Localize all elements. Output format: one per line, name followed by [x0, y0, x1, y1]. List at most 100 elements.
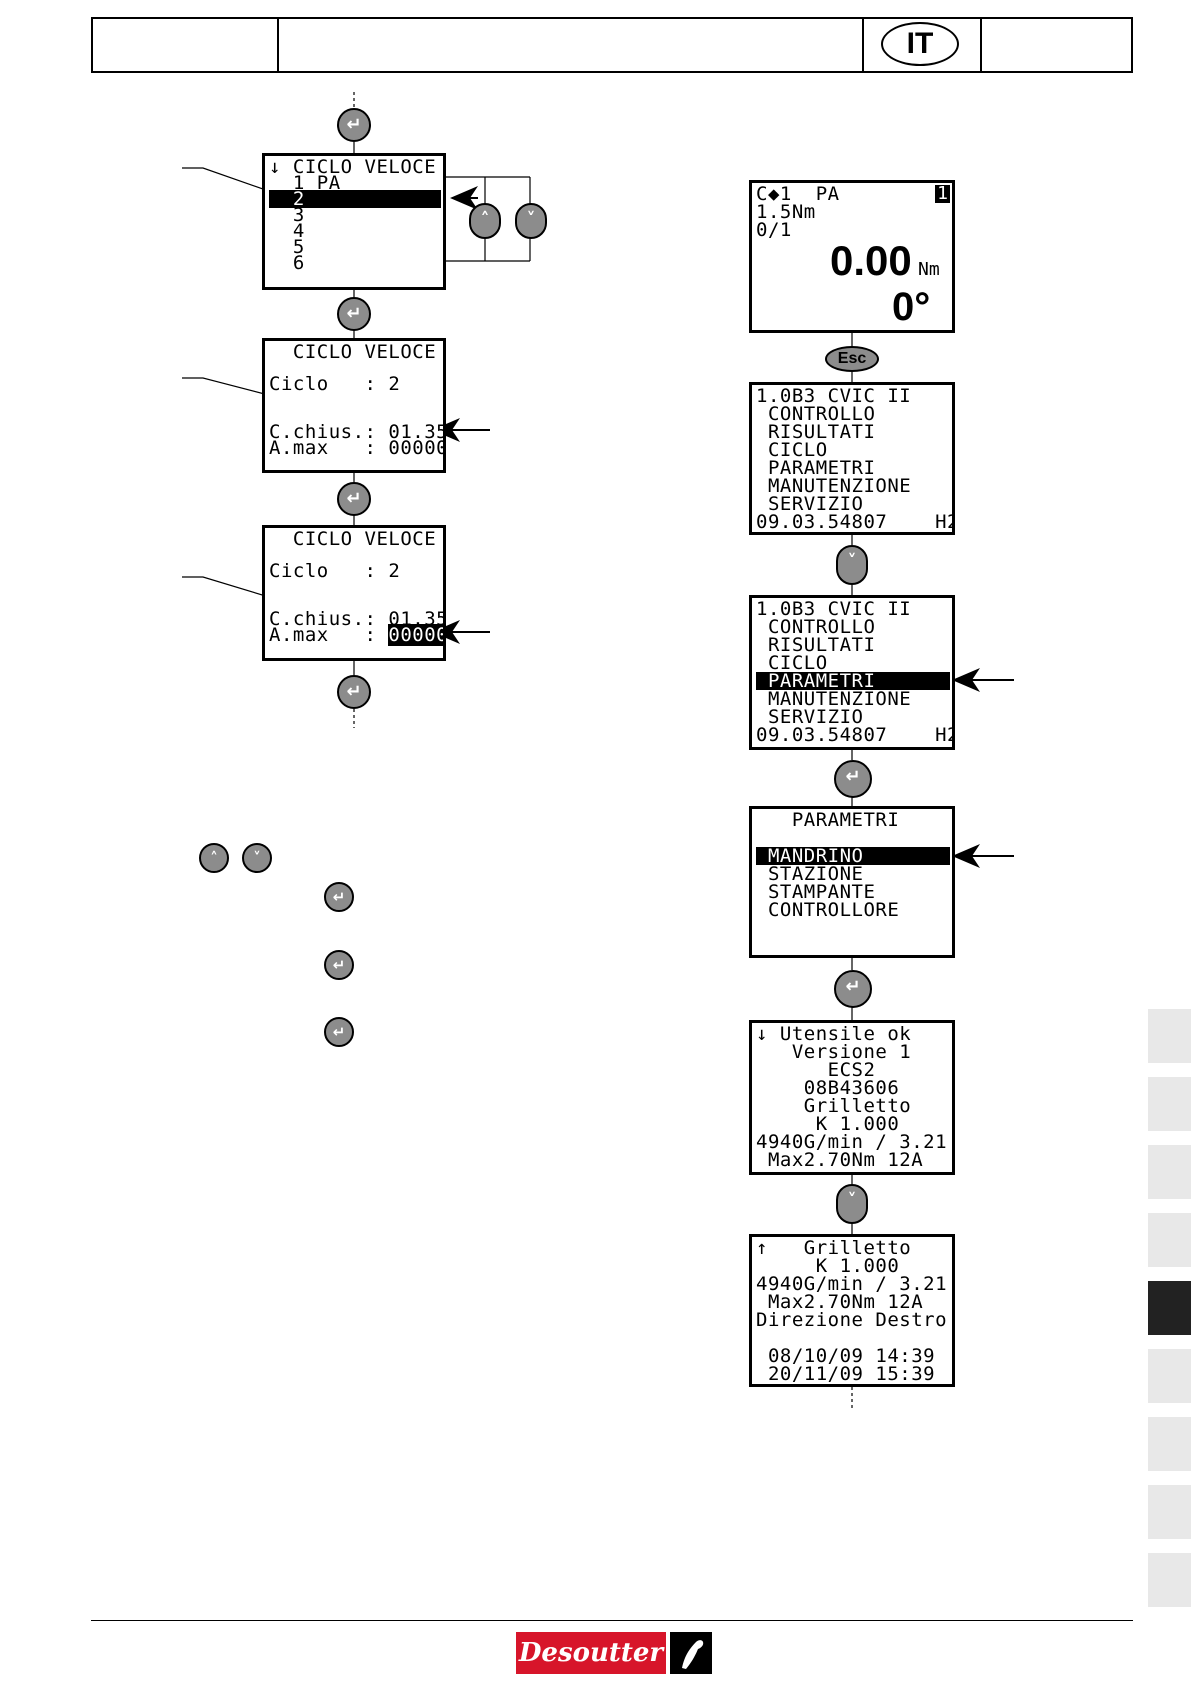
side-tab[interactable] — [1148, 1417, 1191, 1471]
display-cycle-edit: CICLO VELOCE Ciclo : 2 C.chius.: 01.35 A… — [262, 338, 446, 473]
screen-line-selected: 2 — [269, 190, 441, 209]
menu-line: 1.0B3 CVIC II — [756, 385, 912, 407]
torque-value: 0.00 — [830, 237, 912, 284]
footer-rule — [91, 1620, 1133, 1621]
enter-button[interactable]: ↵ — [337, 297, 371, 331]
screen-line: A.max : 00000 — [269, 624, 443, 646]
menu-line: CICLO — [756, 652, 828, 674]
display-run-screen: C◆1 PA 1 1.5Nm 0/1 0.00 Nm 0° — [749, 180, 955, 333]
tool-line: Max2.70Nm 12A — [756, 1291, 924, 1313]
screen-line: C.chius.: 01.35 — [269, 421, 446, 443]
torque-unit: Nm — [918, 259, 940, 280]
menu-line: CONTROLLO — [756, 403, 876, 425]
side-tab[interactable] — [1148, 1213, 1191, 1267]
display-main-menu: 1.0B3 CVIC II CONTROLLO RISULTATI CICLO … — [749, 382, 955, 535]
menu-line: SERVIZIO — [756, 493, 864, 515]
screen-line: ↓ CICLO VELOCE — [269, 156, 437, 178]
side-tab[interactable] — [1148, 1349, 1191, 1403]
down-button-icon: ˅ — [242, 843, 272, 873]
param-line: STAZIONE — [756, 863, 864, 885]
tool-line: K 1.000 — [756, 1113, 900, 1135]
side-tab[interactable] — [1148, 1077, 1191, 1131]
cycle-count: 0/1 — [756, 219, 792, 241]
menu-line: 1.0B3 CVIC II — [756, 598, 912, 620]
amax-value-selected: 00000 — [388, 624, 443, 646]
enter-button-icon: ↵ — [324, 882, 354, 912]
tool-line: Versione 1 — [756, 1041, 912, 1063]
screen-line: Ciclo : 2 — [269, 373, 401, 395]
brand-wordmark: Desoutter — [516, 1632, 666, 1674]
run-top-left: C◆1 PA — [756, 183, 840, 205]
down-button[interactable]: ˅ — [836, 545, 868, 585]
tool-line: 4940G/min / 3.21 — [756, 1131, 948, 1153]
tool-line: Direzione Destro — [756, 1309, 948, 1331]
screen-line: 5 — [269, 236, 305, 258]
screen-line: Ciclo : 2 — [269, 560, 401, 582]
side-tab-active[interactable] — [1148, 1281, 1191, 1335]
param-line: CONTROLLORE — [756, 899, 900, 921]
brand-bird-icon — [670, 1632, 712, 1674]
tool-line: 08B43606 — [756, 1077, 900, 1099]
up-button-icon: ˄ — [199, 843, 229, 873]
tool-line: ECS2 — [756, 1059, 876, 1081]
menu-line: PARAMETRI — [756, 457, 876, 479]
screen-title: CICLO VELOCE — [269, 341, 437, 363]
menu-line: MANUTENZIONE — [756, 475, 912, 497]
enter-button[interactable]: ↵ — [834, 970, 872, 1008]
side-tab[interactable] — [1148, 1485, 1191, 1539]
header-divider — [980, 19, 982, 71]
param-line: PARAMETRI — [756, 809, 900, 831]
enter-button-icon: ↵ — [324, 950, 354, 980]
menu-line: CONTROLLO — [756, 616, 876, 638]
up-button[interactable]: ˄ — [469, 203, 501, 239]
language-badge: IT — [881, 22, 959, 66]
display-tool-info-1: ↓ Utensile ok Versione 1 ECS2 08B43606 G… — [749, 1020, 955, 1175]
header-divider — [862, 19, 864, 71]
screen-line: 4 — [269, 220, 305, 242]
screen-line: A.max : 00000 — [269, 437, 446, 459]
side-tab[interactable] — [1148, 1145, 1191, 1199]
brand-logo: Desoutter — [516, 1632, 712, 1674]
display-cycle-edit-amax: CICLO VELOCE Ciclo : 2 C.chius.: 01.35 A… — [262, 525, 446, 661]
param-line: STAMPANTE — [756, 881, 876, 903]
screen-line: C.chius.: 01.35 — [269, 608, 446, 630]
screen-line: 6 — [269, 252, 305, 274]
display-parameters-menu: PARAMETRI MANDRINO STAZIONE STAMPANTE CO… — [749, 806, 955, 958]
menu-line: CICLO — [756, 439, 828, 461]
down-button[interactable]: ˅ — [836, 1184, 868, 1224]
tool-line: ↑ Grilletto — [756, 1237, 912, 1259]
tool-line: K 1.000 — [756, 1255, 900, 1277]
menu-line: RISULTATI — [756, 634, 876, 656]
enter-button[interactable]: ↵ — [337, 675, 371, 709]
screen-line: 3 — [269, 204, 305, 226]
tool-line: 08/10/09 14:39 — [756, 1345, 936, 1367]
menu-line: RISULTATI — [756, 421, 876, 443]
down-button[interactable]: ˅ — [515, 203, 547, 239]
menu-line: SERVIZIO — [756, 706, 864, 728]
screen-line: 1 PA — [269, 172, 341, 194]
menu-line: MANUTENZIONE — [756, 688, 912, 710]
display-tool-info-2: ↑ Grilletto K 1.000 4940G/min / 3.21 Max… — [749, 1234, 955, 1387]
esc-button[interactable]: Esc — [825, 346, 879, 372]
tool-line: 4940G/min / 3.21 — [756, 1273, 948, 1295]
enter-button[interactable]: ↵ — [834, 760, 872, 798]
menu-line-selected: PARAMETRI — [756, 672, 950, 691]
param-line-selected: MANDRINO — [756, 847, 950, 866]
page-header — [91, 17, 1133, 73]
enter-button[interactable]: ↵ — [337, 108, 371, 142]
enter-button[interactable]: ↵ — [337, 482, 371, 516]
menu-line: 09.03.54807 H2 — [756, 724, 955, 746]
angle-value: 0° — [892, 285, 931, 329]
side-tab[interactable] — [1148, 1553, 1191, 1607]
tool-line: Grilletto — [756, 1095, 912, 1117]
display-main-menu-selected: 1.0B3 CVIC II CONTROLLO RISULTATI CICLO … — [749, 595, 955, 750]
torque-setting: 1.5Nm — [756, 201, 816, 223]
side-tab[interactable] — [1148, 1009, 1191, 1063]
enter-button-icon: ↵ — [324, 1017, 354, 1047]
tool-line: 20/11/09 15:39 — [756, 1363, 936, 1385]
run-top-right: 1 — [935, 183, 950, 204]
display-quick-cycle-list: ↓ CICLO VELOCE 1 PA 2 3 4 5 6 — [262, 153, 446, 290]
header-divider — [277, 19, 279, 71]
menu-line: 09.03.54807 H2 — [756, 511, 955, 533]
